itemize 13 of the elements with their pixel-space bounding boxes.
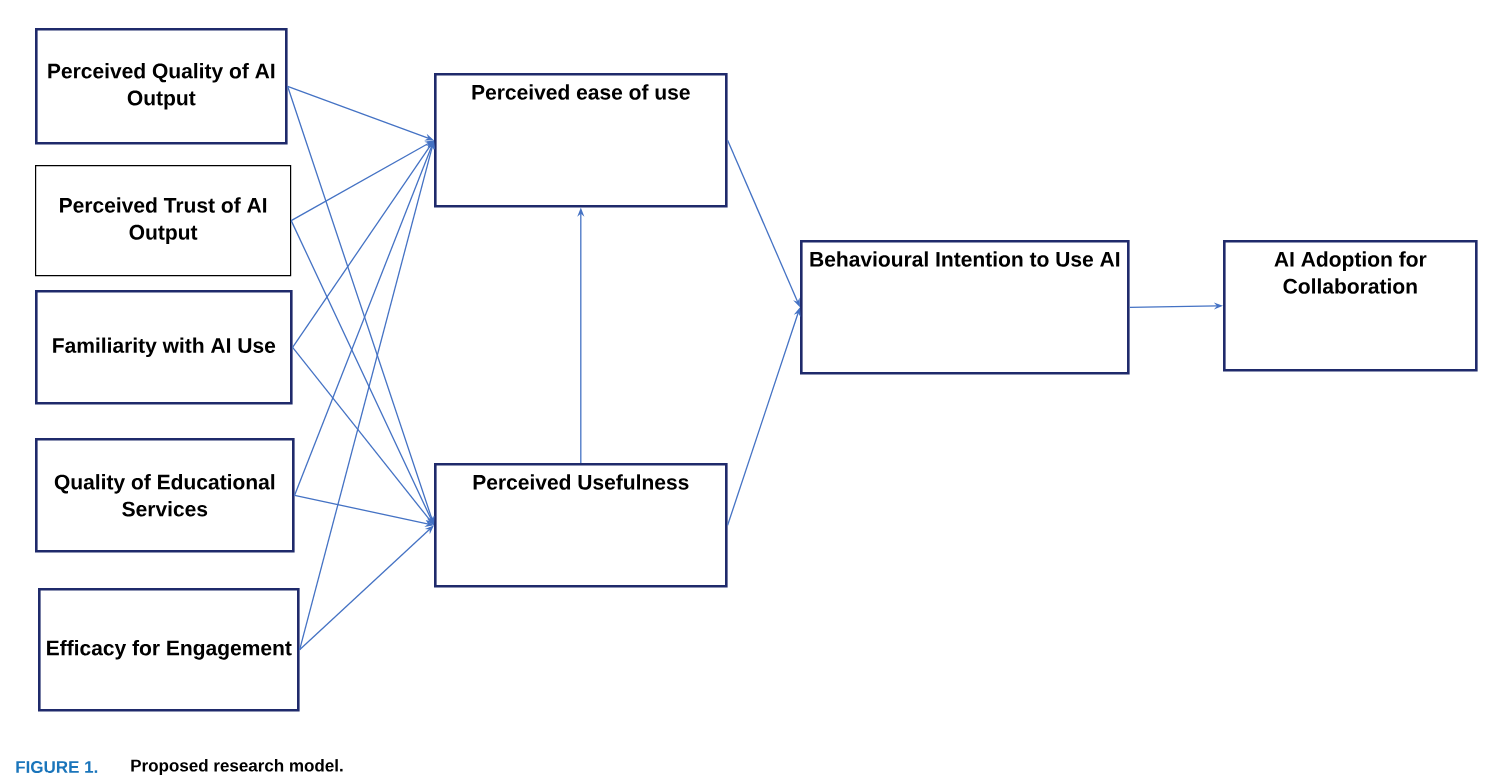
concept-box: Perceived Usefulness: [434, 463, 728, 588]
concept-box: Behavioural Intention to Use AI: [800, 240, 1130, 375]
concept-box: Quality of Educational Services: [35, 438, 295, 553]
caption: Proposed research model.: [131, 759, 343, 775]
figure-number: FIGURE 1.: [16, 761, 98, 774]
concept-box: Familiarity with AI Use: [35, 290, 293, 405]
concept-box: AI Adoption for Collaboration: [1223, 240, 1478, 372]
concept-box: Perceived Quality of AI Output: [35, 28, 288, 145]
concept-box: Perceived Trust of AI Output: [35, 165, 292, 277]
arrow: [290, 140, 434, 222]
arrow: [298, 525, 434, 651]
concept-box: Efficacy for Engagement: [38, 588, 300, 712]
concept-box: Perceived ease of use: [434, 73, 728, 208]
